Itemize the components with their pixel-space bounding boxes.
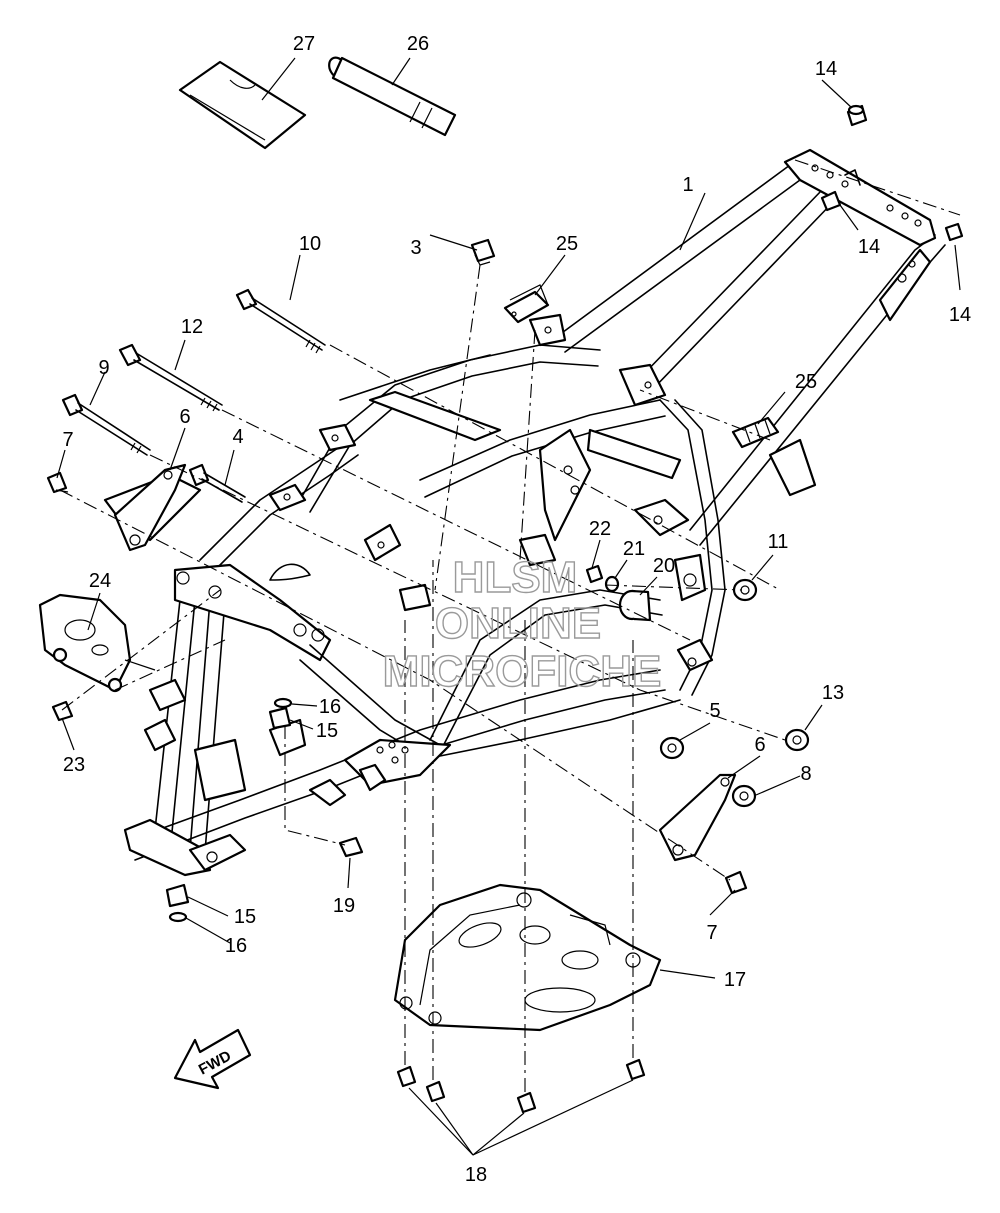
callout-26: 27 — [293, 33, 315, 55]
callout-14-top: 14 — [815, 58, 837, 80]
callout-3: 3 — [410, 237, 421, 259]
callout-6-right: 6 — [754, 734, 765, 756]
part-21-skid-plate — [393, 883, 662, 1032]
callout-15-mid: 15 — [316, 720, 338, 742]
callout-14-mid: 14 — [858, 236, 880, 258]
part-4-bolt — [188, 463, 246, 503]
callout-16-mid: 16 — [319, 696, 341, 718]
callout-25-top: 25 — [556, 233, 578, 255]
callout-25-right: 25 — [795, 371, 817, 393]
part-14-cap-top — [846, 104, 868, 127]
callout-18: 20 — [653, 555, 675, 577]
callout-8: 8 — [800, 763, 811, 785]
part-18-damper — [618, 589, 652, 622]
part-15-plug — [268, 706, 292, 730]
callout-7-right: 7 — [706, 922, 717, 944]
watermark-line1: HLSM — [453, 553, 578, 602]
callout-7-left: 7 — [62, 429, 73, 451]
watermark-line3: MICROFICHE — [383, 647, 662, 696]
part-5-nut — [659, 736, 685, 760]
part-7-bolt-b — [724, 870, 748, 895]
part-12-bolt — [118, 343, 223, 412]
callout-22: 18 — [465, 1164, 487, 1186]
part-9-bolt — [61, 393, 151, 456]
callout-23: 24 — [89, 570, 111, 592]
callout-27: 26 — [407, 33, 429, 55]
main-frame — [103, 148, 946, 877]
part-25-block-b — [731, 416, 780, 449]
part-10-bolt — [235, 288, 326, 354]
part-8-nut — [731, 784, 757, 808]
callout-13: 13 — [822, 682, 844, 704]
callout-20: 22 — [589, 518, 611, 540]
callout-10: 10 — [299, 233, 321, 255]
callout-21: 17 — [724, 969, 746, 991]
callout-24: 23 — [63, 754, 85, 776]
part-3-bolt — [470, 238, 496, 266]
part-19-washer — [604, 575, 620, 593]
callout-labels: 27 26 14 1 14 14 3 25 10 12 9 25 6 4 7 2… — [62, 33, 971, 1186]
forward-direction-arrow: FWD — [173, 1028, 252, 1090]
watermark: HLSM ONLINE MICROFICHE — [382, 552, 662, 696]
callout-19: 21 — [623, 538, 645, 560]
part-16-oring-b — [168, 911, 188, 923]
part-20-bolt — [585, 564, 604, 584]
part-16-oring — [273, 697, 293, 709]
part-22-bolt-d — [625, 1058, 646, 1081]
watermark-line2: ONLINE — [435, 599, 601, 648]
callout-4: 4 — [232, 426, 243, 448]
part-14-cap-right — [944, 222, 964, 242]
callout-11: 11 — [768, 531, 789, 553]
part-15-plug-b — [165, 883, 190, 908]
part-22-bolt-b — [425, 1080, 446, 1103]
part-17-fitting — [338, 836, 364, 858]
leader-lines — [56, 57, 961, 1156]
part-25-block — [503, 284, 550, 324]
callout-12: 12 — [181, 316, 203, 338]
center-lines — [59, 159, 961, 1092]
part-22-bolt-c — [516, 1091, 537, 1114]
callout-17: 19 — [333, 895, 355, 917]
callout-6-left: 6 — [179, 406, 190, 428]
callout-14-right: 14 — [949, 304, 971, 326]
part-6-bracket — [113, 463, 187, 552]
callout-9: 9 — [98, 357, 109, 379]
callout-15-low: 15 — [234, 906, 256, 928]
part-27-pipe — [328, 56, 457, 137]
part-6-bracket-b — [658, 773, 737, 862]
part-22-bolt-a — [396, 1065, 417, 1088]
part-26-bag — [178, 60, 307, 150]
callout-16-low: 16 — [225, 935, 247, 957]
callout-1: 1 — [682, 174, 693, 196]
callout-5: 5 — [709, 700, 720, 722]
part-23-bracket — [38, 593, 156, 693]
part-13-nut — [784, 728, 810, 752]
part-11-nut — [732, 578, 758, 602]
